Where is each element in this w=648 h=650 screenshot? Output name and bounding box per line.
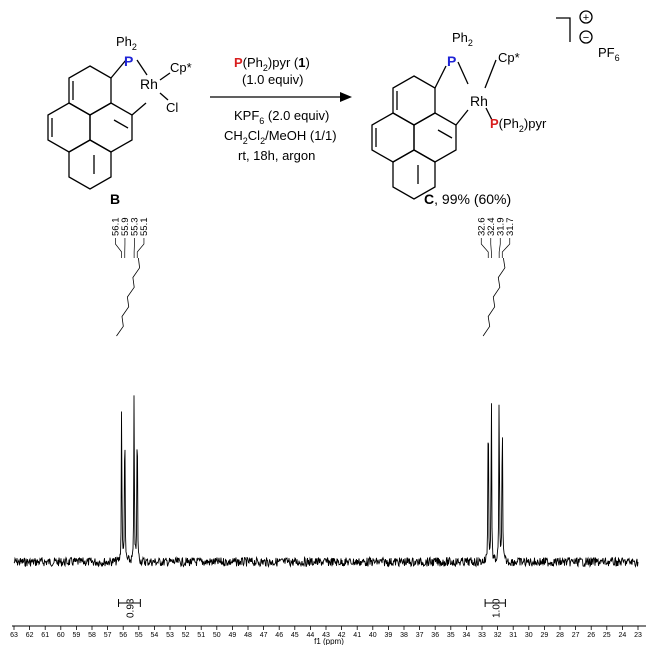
x-tick-label-34: 29 (541, 632, 549, 639)
peak-leader-c-0 (481, 238, 488, 258)
reagent-line-3: KPF6 (2.0 equiv) (234, 108, 329, 126)
peak-leader-b-0 (115, 238, 121, 258)
reagent-line-4: CH2Cl2/MeOH (1/1) (224, 128, 337, 146)
reactant-cp: Cp* (170, 60, 192, 75)
x-tick-label-31: 32 (494, 632, 502, 639)
x-tick-label-14: 49 (229, 632, 237, 639)
integral-value-0: 0.93 (125, 598, 136, 618)
reagent-line-1: P(Ph2)pyr (1) (234, 55, 310, 73)
p-ring-b (372, 113, 414, 162)
x-tick-label-25: 38 (400, 632, 408, 639)
x-tick-label-22: 41 (353, 632, 361, 639)
ring-b (48, 103, 90, 152)
x-tick-label-13: 50 (213, 632, 221, 639)
x-tick-label-30: 33 (478, 632, 486, 639)
spectrum-trace (14, 395, 638, 566)
x-tick-label-37: 26 (587, 632, 595, 639)
x-tick-label-36: 27 (572, 632, 580, 639)
peak-label-b-3: 55.1 (139, 218, 150, 237)
p-ring-c (414, 113, 456, 162)
ring-d (69, 140, 111, 189)
x-tick-label-23: 40 (369, 632, 377, 639)
x-tick-label-24: 39 (385, 632, 393, 639)
x-tick-label-28: 35 (447, 632, 455, 639)
minus-charge: − (583, 32, 589, 44)
reagent-line-5: rt, 18h, argon (238, 148, 315, 163)
x-tick-label-6: 57 (104, 632, 112, 639)
x-tick-label-16: 47 (260, 632, 268, 639)
x-tick-label-32: 31 (509, 632, 517, 639)
x-tick-label-38: 25 (603, 632, 611, 639)
x-tick-label-33: 30 (525, 632, 533, 639)
x-tick-label-18: 45 (291, 632, 299, 639)
x-tick-label-39: 24 (619, 632, 627, 639)
x-tick-label-35: 28 (556, 632, 564, 639)
x-tick-label-15: 48 (244, 632, 252, 639)
peak-leader-c-1 (491, 238, 492, 258)
product-cp: Cp* (498, 50, 520, 65)
product-label: C, 99% (60%) (424, 191, 511, 207)
x-tick-label-17: 46 (275, 632, 283, 639)
peak-label-c-3: 31.7 (505, 218, 516, 237)
x-tick-label-11: 52 (182, 632, 190, 639)
plus-charge: + (583, 12, 589, 24)
product-ph2: Ph2 (452, 30, 473, 48)
x-tick-label-4: 59 (73, 632, 81, 639)
x-tick-label-7: 56 (119, 632, 127, 639)
peak-leader-b-3 (137, 238, 144, 258)
reactant-rh: Rh (140, 76, 158, 92)
x-tick-label-26: 37 (416, 632, 424, 639)
x-tick-label-0: 63 (10, 632, 18, 639)
x-axis-label: f1 (ppm) (314, 637, 344, 645)
x-tick-label-2: 61 (41, 632, 49, 639)
integral-traces (117, 258, 505, 336)
ring-c (90, 103, 132, 152)
reactant-p: P (124, 53, 133, 69)
x-tick-label-3: 60 (57, 632, 65, 639)
product-pph2pyr: P(Ph2)pyr (490, 116, 547, 134)
x-tick-label-29: 34 (463, 632, 471, 639)
integral-value-1: 1.00 (491, 598, 502, 618)
peak-leader-c-2 (499, 238, 500, 258)
p-ring-a (393, 76, 435, 125)
reactant-label: B (110, 191, 120, 207)
product-p: P (447, 53, 456, 69)
x-tick-label-10: 53 (166, 632, 174, 639)
arrow-head (340, 92, 352, 102)
reactant-ph2: Ph2 (116, 34, 137, 52)
x-tick-label-27: 36 (431, 632, 439, 639)
product-rh: Rh (470, 93, 488, 109)
integral-regions: 0.93 1.00 (119, 598, 506, 618)
peak-leader-c-3 (502, 238, 509, 258)
integral-trace-0 (117, 258, 140, 336)
integral-trace-1 (483, 258, 505, 336)
reagent-line-2: (1.0 equiv) (242, 72, 303, 87)
spectrum (14, 395, 638, 566)
ring-a (69, 66, 111, 115)
x-tick-label-5: 58 (88, 632, 96, 639)
x-tick-label-40: 23 (634, 632, 642, 639)
reactant-cl: Cl (166, 100, 178, 115)
x-tick-label-1: 62 (26, 632, 34, 639)
x-tick-label-8: 55 (135, 632, 143, 639)
x-tick-label-9: 54 (151, 632, 159, 639)
counter-ion: PF6 (598, 45, 620, 63)
x-tick-label-12: 51 (197, 632, 205, 639)
